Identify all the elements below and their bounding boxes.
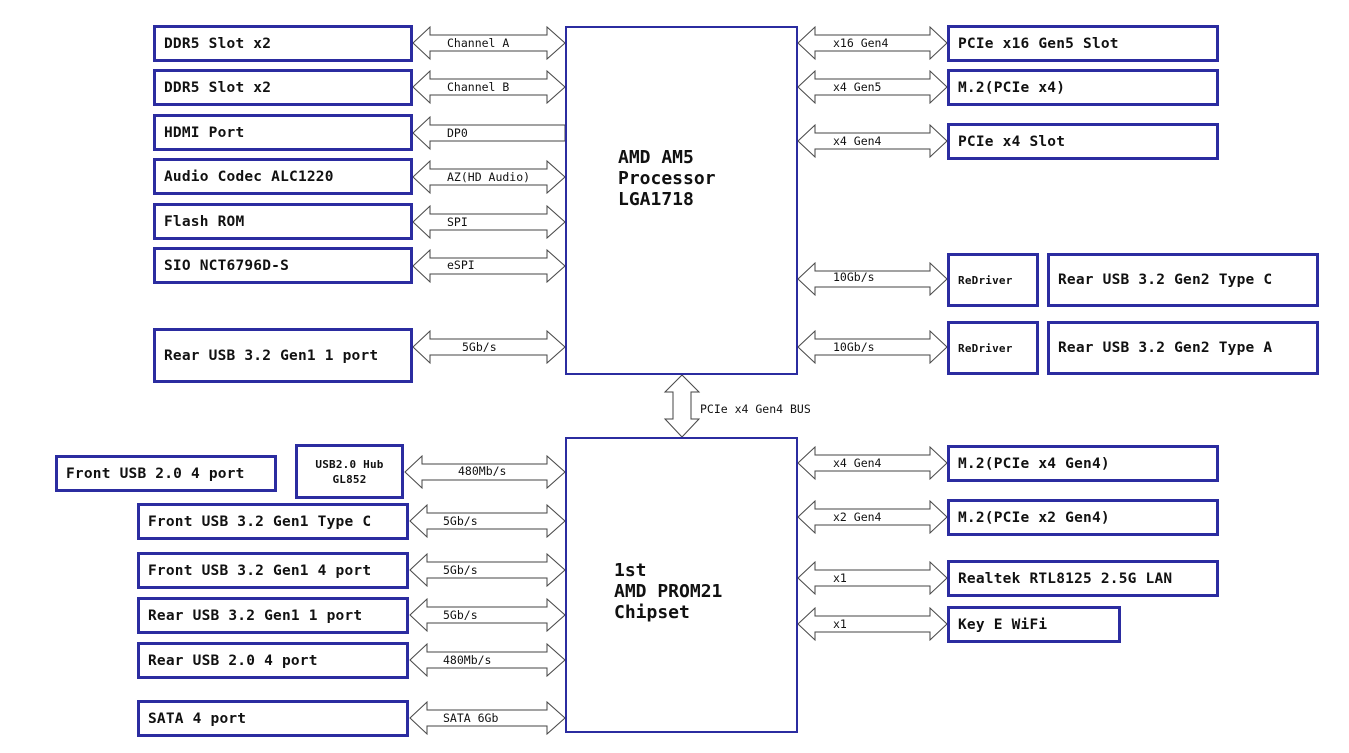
link-label-dp0: DP0 [447, 126, 468, 140]
bus-arrow [663, 374, 701, 438]
link-arrow-rear-gen1 [409, 597, 566, 633]
cpu-label: AMD AM5 Processor LGA1718 [618, 147, 716, 210]
front-usb-gen1-4port-box: Front USB 3.2 Gen1 4 port [137, 552, 409, 589]
cpu-line1: AMD AM5 [618, 147, 694, 168]
link-label-hub: 480Mb/s [458, 464, 507, 478]
cpu-line3: LGA1718 [618, 189, 694, 210]
cpu-rear-usb-gen1-box: Rear USB 3.2 Gen1 1 port [153, 328, 413, 383]
link-label-front-4port: 5Gb/s [443, 563, 478, 577]
link-label-front-typec: 5Gb/s [443, 514, 478, 528]
m2-x2-gen4-box: M.2(PCIe x2 Gen4) [947, 499, 1219, 536]
link-arrow-espi [412, 248, 566, 284]
pcie-x4-slot-box: PCIe x4 Slot [947, 123, 1219, 160]
sio-box: SIO NCT6796D-S [153, 247, 413, 284]
link-arrow-dp0 [412, 115, 566, 151]
ddr5-slot-b-box: DDR5 Slot x2 [153, 69, 413, 106]
m2-cpu-box: M.2(PCIe x4) [947, 69, 1219, 106]
rear-usb-gen2-typea-box: Rear USB 3.2 Gen2 Type A [1047, 321, 1319, 375]
chipset-block [565, 437, 798, 733]
link-label-channel-b: Channel B [447, 80, 510, 94]
link-label-spi: SPI [447, 215, 468, 229]
link-label-channel-a: Channel A [447, 36, 510, 50]
front-usb-gen1-typec-box: Front USB 3.2 Gen1 Type C [137, 503, 409, 540]
redriver-c-box: ReDriver [947, 253, 1039, 307]
cpu-block [565, 26, 798, 375]
sata-4port-box: SATA 4 port [137, 700, 409, 737]
bus-label: PCIe x4 Gen4 BUS [700, 402, 811, 416]
link-label-wifi: x1 [833, 617, 847, 631]
link-label-espi: eSPI [447, 258, 475, 272]
link-label-m2-x4: x4 Gen4 [833, 456, 882, 470]
ddr5-slot-a-box: DDR5 Slot x2 [153, 25, 413, 62]
hdmi-port-box: HDMI Port [153, 114, 413, 151]
link-label-lan: x1 [833, 571, 847, 585]
m2-x4-gen4-box: M.2(PCIe x4 Gen4) [947, 445, 1219, 482]
realtek-lan-box: Realtek RTL8125 2.5G LAN [947, 560, 1219, 597]
pcie-x16-slot-box: PCIe x16 Gen5 Slot [947, 25, 1219, 62]
redriver-a-box: ReDriver [947, 321, 1039, 375]
rear-usb-gen1-1port-box: Rear USB 3.2 Gen1 1 port [137, 597, 409, 634]
front-usb2-box: Front USB 2.0 4 port [55, 455, 277, 492]
link-arrow-lan [797, 560, 948, 596]
usb2-hub-line1: USB2.0 Hub [315, 457, 384, 471]
link-label-10gb-c: 10Gb/s [833, 270, 875, 284]
audio-codec-box: Audio Codec ALC1220 [153, 158, 413, 195]
key-e-wifi-box: Key E WiFi [947, 606, 1121, 643]
link-arrow-front-4port [409, 552, 566, 588]
chipset-line1: 1st [614, 560, 647, 581]
chipset-label: 1st AMD PROM21 Chipset [614, 560, 722, 623]
link-label-x16: x16 Gen4 [833, 36, 889, 50]
usb2-hub-box: USB2.0 Hub GL852 [295, 444, 404, 499]
link-label-cpu-usb: 5Gb/s [462, 340, 497, 354]
rear-usb2-4port-box: Rear USB 2.0 4 port [137, 642, 409, 679]
chipset-line3: Chipset [614, 602, 690, 623]
cpu-line2: Processor [618, 168, 716, 189]
link-label-m2-x2: x2 Gen4 [833, 510, 882, 524]
link-arrow-spi [412, 204, 566, 240]
link-label-rear-usb2: 480Mb/s [443, 653, 492, 667]
link-label-sata: SATA 6Gb [443, 711, 499, 725]
link-label-rear-gen1: 5Gb/s [443, 608, 478, 622]
chipset-line2: AMD PROM21 [614, 581, 723, 602]
link-arrow-wifi [797, 606, 948, 642]
link-arrow-front-typec [409, 503, 566, 539]
link-label-10gb-a: 10Gb/s [833, 340, 875, 354]
link-label-az: AZ(HD Audio) [447, 170, 531, 184]
link-label-x4gen5: x4 Gen5 [833, 80, 882, 94]
usb2-hub-line2: GL852 [332, 472, 367, 486]
flash-rom-box: Flash ROM [153, 203, 413, 240]
rear-usb-gen2-typec-box: Rear USB 3.2 Gen2 Type C [1047, 253, 1319, 307]
link-label-x4gen4: x4 Gen4 [833, 134, 882, 148]
